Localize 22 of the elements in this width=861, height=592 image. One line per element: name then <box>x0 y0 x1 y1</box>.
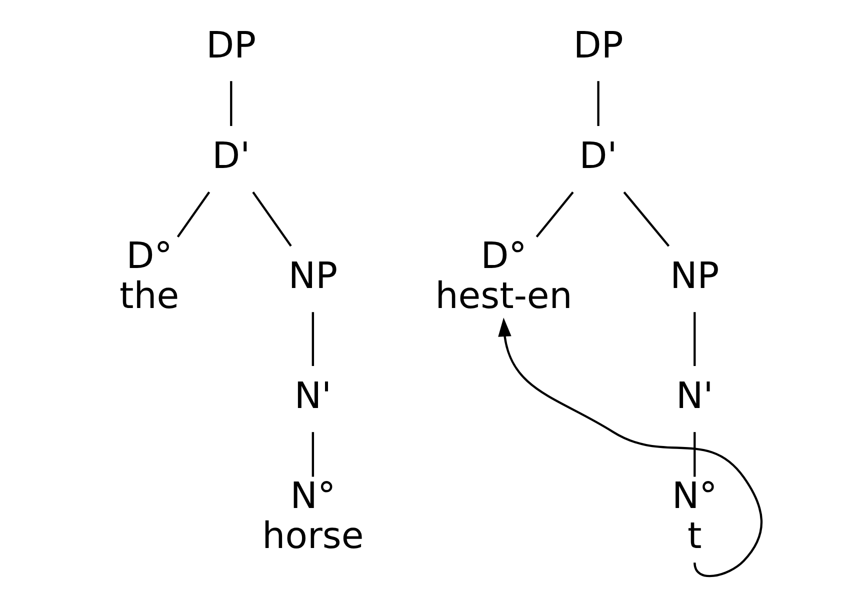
connector <box>693 432 696 477</box>
node-text: D° the <box>119 234 179 318</box>
node-text: D° hest-en <box>434 234 572 318</box>
node-text: DP <box>206 23 256 66</box>
node-text: DP <box>572 23 623 66</box>
node-text: D' <box>578 134 617 178</box>
connector <box>596 81 599 126</box>
connector <box>535 191 574 238</box>
node-text: NP <box>288 254 337 298</box>
node-text: N' <box>676 374 713 418</box>
node-text: N° horse <box>262 474 364 558</box>
connector <box>622 191 670 247</box>
node-text: N' <box>294 374 332 418</box>
connector <box>311 432 314 477</box>
node-text: NP <box>670 254 719 298</box>
node-text: D' <box>212 134 250 178</box>
connector <box>693 312 696 366</box>
connector <box>252 192 292 247</box>
connector <box>311 312 314 366</box>
connector <box>176 192 210 238</box>
node-text: N° t <box>671 474 717 558</box>
connector <box>230 81 232 126</box>
